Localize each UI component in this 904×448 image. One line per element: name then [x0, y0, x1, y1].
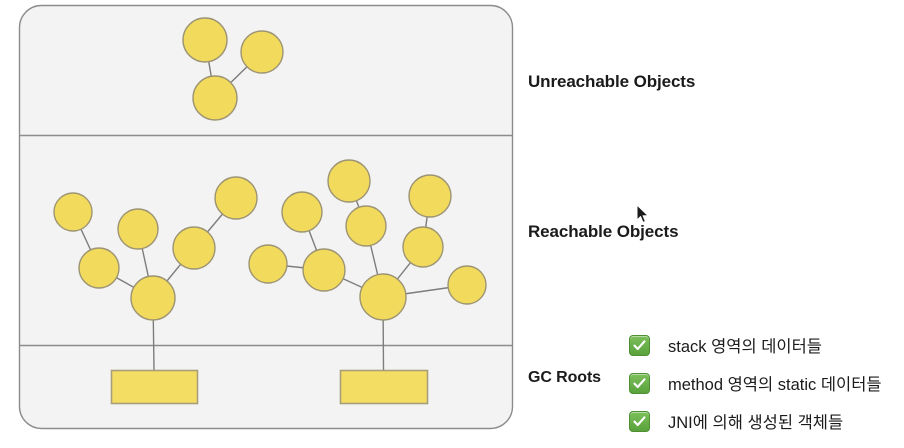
gc-root-item[interactable]: stack 영역의 데이터들 — [629, 328, 882, 362]
object-node-reachable[interactable] — [130, 275, 176, 321]
object-node-reachable[interactable] — [248, 244, 288, 284]
check-icon — [629, 410, 650, 432]
object-node-reachable[interactable] — [78, 247, 120, 289]
check-icon — [629, 372, 650, 394]
mouse-pointer-icon — [636, 204, 650, 224]
object-node-reachable[interactable] — [402, 226, 444, 268]
gc-root-item-label: stack 영역의 데이터들 — [668, 338, 822, 356]
object-node-unreachable[interactable] — [182, 17, 228, 63]
check-icon — [629, 334, 650, 356]
object-node-unreachable[interactable] — [240, 30, 284, 74]
object-node-reachable[interactable] — [172, 226, 216, 270]
gc-root-item-label: JNI에 의해 생성된 객체들 — [668, 414, 844, 432]
object-node-reachable[interactable] — [281, 191, 323, 233]
object-node-unreachable[interactable] — [192, 75, 238, 121]
object-node-reachable[interactable] — [117, 208, 159, 250]
gc-roots-label: GC Roots — [528, 369, 601, 386]
gc-root-item[interactable]: JNI에 의해 생성된 객체들 — [629, 404, 882, 438]
gc-root-item-label: method 영역의 static 데이터들 — [668, 376, 882, 394]
object-node-reachable[interactable] — [408, 174, 452, 218]
unreachable-objects-label: Unreachable Objects — [528, 72, 696, 91]
object-node-reachable[interactable] — [214, 176, 258, 220]
gc-root-box[interactable] — [110, 369, 199, 405]
object-node-reachable[interactable] — [327, 159, 371, 203]
object-node-reachable[interactable] — [447, 265, 487, 305]
diagram-panel — [18, 4, 514, 430]
gc-root-box[interactable] — [339, 369, 429, 405]
object-node-reachable[interactable] — [53, 192, 93, 232]
object-node-reachable[interactable] — [345, 205, 387, 247]
object-node-reachable[interactable] — [359, 273, 407, 321]
gc-root-item[interactable]: method 영역의 static 데이터들 — [629, 366, 882, 400]
reachable-objects-label: Reachable Objects — [528, 222, 679, 241]
gc-roots-list: stack 영역의 데이터들 method 영역의 static 데이터들 JNI에… — [629, 328, 882, 442]
object-node-reachable[interactable] — [302, 248, 346, 292]
